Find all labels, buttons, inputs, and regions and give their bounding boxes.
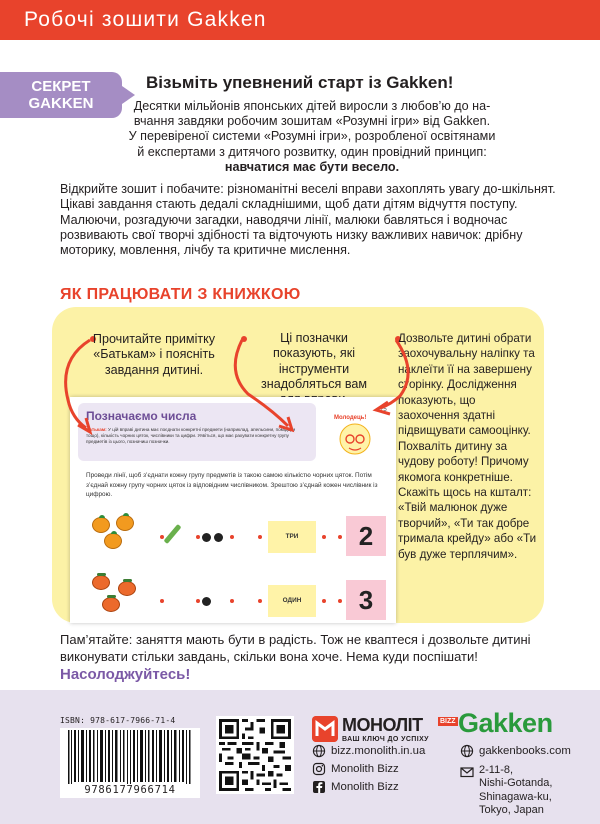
worksheet-note-label: Батькам: <box>86 427 107 432</box>
persimmon-icon <box>118 579 136 596</box>
connect-dot <box>338 535 342 539</box>
connect-dot <box>338 599 342 603</box>
secret-badge-line2: GAKKEN <box>28 95 94 112</box>
address-line: Shinagawa-ku, <box>479 790 552 803</box>
worksheet-preview: Позначаємо числа Батькам: У цій вправі д… <box>70 397 396 623</box>
connect-dot <box>230 535 234 539</box>
instagram-icon <box>312 762 326 776</box>
publisher-name: МОНОЛІТ <box>342 715 423 735</box>
worksheet-title: Позначаємо числа <box>86 409 197 423</box>
orange-icon <box>116 513 134 531</box>
intro-line: Десятки мільйонів японських дітей виросл… <box>133 99 491 113</box>
header-bar: Робочі зошити Gakken <box>0 0 600 40</box>
connect-dot <box>160 599 164 603</box>
enjoy-text: Насолоджуйтесь! <box>60 666 191 683</box>
connect-dot <box>322 599 326 603</box>
connect-dot <box>160 535 164 539</box>
intro-line: У перевіреної системи «Розумні ігри», ро… <box>128 129 496 144</box>
intro-heading: Візьміть упевнений старт із Gakken! <box>146 73 454 92</box>
worksheet-page-number: 25 <box>380 407 387 413</box>
digit-box: 3 <box>346 580 386 620</box>
tip-bullet <box>395 336 401 342</box>
worksheet-note-text: У цій вправі дитина має поєднати конкрет… <box>86 427 296 444</box>
digit-box: 2 <box>346 516 386 556</box>
envelope-icon <box>460 767 474 778</box>
count-dot <box>202 533 211 542</box>
globe-icon <box>460 744 474 758</box>
persimmon-icon <box>102 595 120 612</box>
tip-bullet <box>90 336 96 342</box>
tip-read-note: Прочитайте примітку «Батькам» і поясніть… <box>92 332 216 377</box>
tip-sticker: Дозвольте дитині обрати заохочувальну на… <box>398 332 537 561</box>
connect-dot <box>258 535 262 539</box>
connect-dot <box>196 535 200 539</box>
numeral-word-box: ОДИН <box>268 585 316 617</box>
instagram-handle[interactable]: Monolith Bizz <box>331 763 399 775</box>
worksheet-parent-note: Батькам: У цій вправі дитина має поєднат… <box>86 427 308 445</box>
numeral-word-box: ТРИ <box>268 521 316 553</box>
intro-line: й експертами з дитячого розвитку, один п… <box>137 144 487 159</box>
address-line: 2-11-8, <box>479 764 514 776</box>
monolith-logo: МОНОЛІТ BIZZ ВАШ КЛЮЧ ДО УСПІХУ <box>312 714 458 754</box>
qr-code-icon <box>216 716 294 794</box>
publisher-badge: BIZZ <box>438 717 458 726</box>
worksheet-instructions: Проведи лінії, щоб з’єднати кожну групу … <box>86 472 378 499</box>
intro-bold-principle: навчатися має бути весело. <box>224 159 400 174</box>
mascot-caption: Молодець! <box>334 415 367 421</box>
worksheet-row: ТРИ 2 <box>86 513 386 556</box>
intro-paragraph: Десятки мільйонів японських дітей виросл… <box>52 99 572 175</box>
reminder-paragraph: Пам’ятайте: заняття мають бути в радість… <box>60 632 531 664</box>
gakken-logo: Gakken <box>458 708 553 738</box>
description-paragraph: Відкрийте зошит і побачите: різноманітні… <box>60 182 556 258</box>
intro-line: вчання завдяки робочим зошитам «Розумні … <box>133 114 491 129</box>
worksheet-row: ОДИН 3 <box>86 573 386 620</box>
tip-tool-marks: Ці позначки показують, які інструменти з… <box>260 331 368 406</box>
publisher-slogan: ВАШ КЛЮЧ ДО УСПІХУ <box>342 736 429 743</box>
how-to-heading: ЯК ПРАЦЮВАТИ З КНИЖКОЮ <box>60 286 301 303</box>
count-dot <box>202 597 211 606</box>
secret-badge-line1: СЕКРЕТ <box>31 78 91 95</box>
isbn-label: ISBN: 978-617-7966-71-4 <box>60 716 176 725</box>
gakken-website[interactable]: gakkenbooks.com <box>479 745 571 757</box>
monolith-logo-icon <box>312 716 338 742</box>
pencil-icon <box>163 523 182 545</box>
publisher-website[interactable]: bizz.monolith.in.ua <box>331 745 426 757</box>
count-dot <box>214 533 223 542</box>
mascot-sticker-icon <box>339 423 371 455</box>
tip-bullet <box>241 336 247 342</box>
connect-dot <box>258 599 262 603</box>
header-title: Робочі зошити Gakken <box>24 8 267 31</box>
connect-dot <box>230 599 234 603</box>
connect-dot <box>322 535 326 539</box>
barcode-number: 9786177966714 <box>60 784 200 796</box>
orange-icon <box>92 515 110 533</box>
address-line: Nishi-Gotanda, <box>479 777 553 790</box>
orange-icon <box>104 531 122 549</box>
address-line: Tokyo, Japan <box>479 803 544 816</box>
postal-address: 2-11-8, Nishi-Gotanda, Shinagawa-ku, Tok… <box>479 764 589 817</box>
facebook-handle[interactable]: Monolith Bizz <box>331 781 399 793</box>
persimmon-icon <box>92 573 110 590</box>
connect-dot <box>196 599 200 603</box>
facebook-icon <box>313 781 325 793</box>
globe-icon <box>312 744 326 758</box>
secret-badge: СЕКРЕТ GAKKEN <box>0 72 135 118</box>
